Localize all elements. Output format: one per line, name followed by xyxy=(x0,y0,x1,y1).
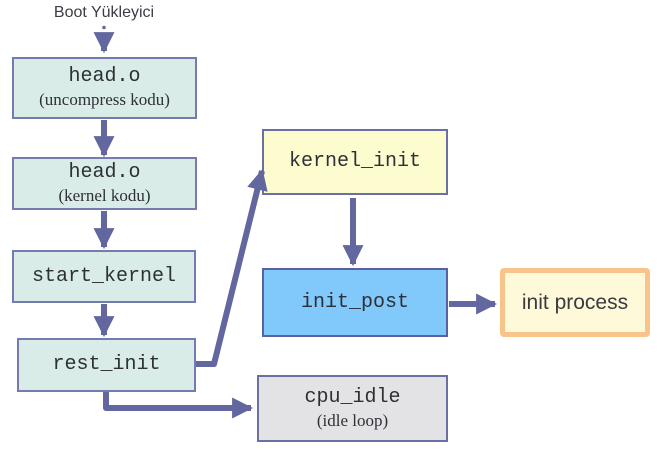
node-head-o-kernel: head.o (kernel kodu) xyxy=(12,157,197,210)
node-label: rest_init xyxy=(52,353,161,376)
edge-boot-start-dot xyxy=(102,25,106,30)
node-head-o-uncompress: head.o (uncompress kodu) xyxy=(12,57,197,119)
node-sublabel: (idle loop) xyxy=(316,410,389,430)
node-label: kernel_init xyxy=(288,150,422,173)
node-sublabel: (kernel kodu) xyxy=(58,185,151,205)
node-label: start_kernel xyxy=(31,264,177,288)
node-label: init_post xyxy=(300,290,410,314)
node-init-post: init_post xyxy=(262,268,448,337)
edge-rest-init-to-cpu-idle xyxy=(103,392,254,419)
node-start-kernel: start_kernel xyxy=(12,250,196,303)
node-cpu-idle: cpu_idle (idle loop) xyxy=(257,375,448,442)
node-label: init process xyxy=(521,290,629,314)
node-rest-init: rest_init xyxy=(17,338,196,392)
boot-loader-label: Boot Yükleyici xyxy=(53,4,155,21)
node-kernel-init: kernel_init xyxy=(262,129,448,195)
node-label: head.o xyxy=(68,65,141,89)
node-sublabel: (uncompress kodu) xyxy=(39,90,170,110)
node-label: head.o xyxy=(68,160,141,184)
node-init-process: init process xyxy=(500,268,650,337)
node-label: cpu_idle xyxy=(304,385,401,409)
edge-rest-init-to-kernel-init xyxy=(196,168,268,367)
